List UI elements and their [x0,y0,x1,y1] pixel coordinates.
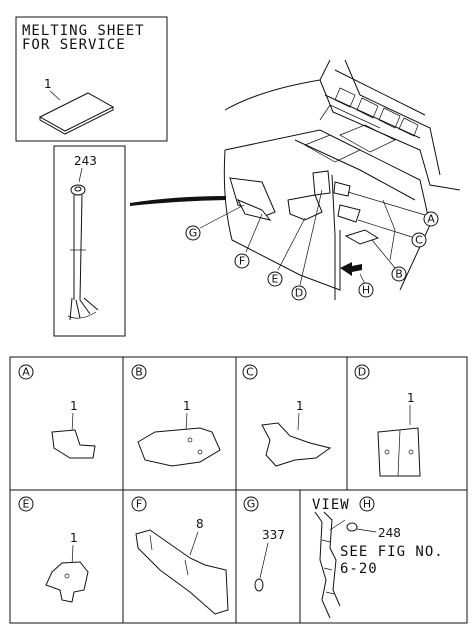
parts-grid [9,356,468,624]
clip-detail-panel: 243 [53,145,126,337]
part-cell-b: B 1 [131,364,221,467]
cell-g-letter: G [247,498,256,511]
view-direction-arrow [340,262,362,276]
cell-h-letter: H [363,498,371,511]
cell-g-part-number: 337 [262,528,285,542]
part-f [135,529,229,615]
svg-text:H: H [362,284,370,297]
see-fig-line-1: SEE FIG NO. [340,544,444,560]
leader-lines [199,189,426,286]
cell-d-part-number: 1 [407,391,415,405]
svg-text:A: A [427,213,435,226]
cab-part-d [312,170,331,196]
cell-b-letter: B [135,366,143,379]
clip-part [70,184,86,196]
cell-c-letter: C [246,366,254,379]
part-cell-a: A 1 [18,364,96,459]
part-c [261,422,332,467]
cell-b-part-number: 1 [183,399,191,413]
detail-pointer [130,196,226,206]
cab-part-e [287,194,323,221]
callout-c: C [411,232,427,248]
svg-text:B: B [395,268,403,281]
svg-text:G: G [189,227,198,240]
melting-sheet-title-1: MELTING SHEET [22,23,145,39]
part-cell-e: E 1 [18,496,89,603]
cell-a-part-number: 1 [70,399,78,413]
callout-a: A [423,211,439,227]
callout-f: F [234,253,250,269]
cell-c-part-number: 1 [296,399,304,413]
part-e [45,561,89,603]
cab-part-c [337,204,361,223]
svg-text:C: C [415,234,423,247]
cell-h-part-number: 248 [378,526,401,540]
svg-text:F: F [239,255,245,268]
callout-d: D [291,285,307,301]
cell-e-part-number: 1 [70,531,78,545]
svg-text:E: E [272,273,279,286]
part-a [51,429,96,459]
cab-drawing [223,59,461,300]
part-cell-g: G 337 [243,496,285,592]
part-g [254,578,264,592]
part-cell-c: C 1 [242,364,332,467]
cab-part-g [229,177,276,217]
callout-b: B [391,266,407,282]
cell-f-letter: F [136,498,142,511]
clip-part-number: 243 [74,154,97,168]
see-fig-line-2: 6-20 [340,561,378,577]
callout-e: E [267,271,283,287]
part-cell-d: D 1 [354,364,421,477]
part-b [137,427,221,467]
melting-sheet-part-number: 1 [44,77,52,91]
part-cell-h: VIEW H 248 SEE FIG NO. 6-20 [312,496,444,619]
cell-d-letter: D [358,366,366,379]
cell-a-letter: A [22,366,30,379]
callout-g: G [185,225,201,241]
part-h [346,522,358,532]
melting-sheet-part [38,92,115,132]
cell-f-part-number: 8 [196,517,204,531]
svg-text:D: D [295,287,303,300]
melting-sheet-panel: MELTING SHEET FOR SERVICE 1 [15,16,168,142]
cell-e-letter: E [23,498,30,511]
view-label: VIEW [312,497,350,513]
view-pillar [314,511,331,619]
cab-part-f [236,199,272,221]
part-cell-f: F 8 [131,496,229,615]
cab-part-a [333,181,351,197]
cab-part-b [344,229,380,245]
melting-sheet-title-2: FOR SERVICE [22,37,126,53]
callout-h: H [358,282,374,298]
